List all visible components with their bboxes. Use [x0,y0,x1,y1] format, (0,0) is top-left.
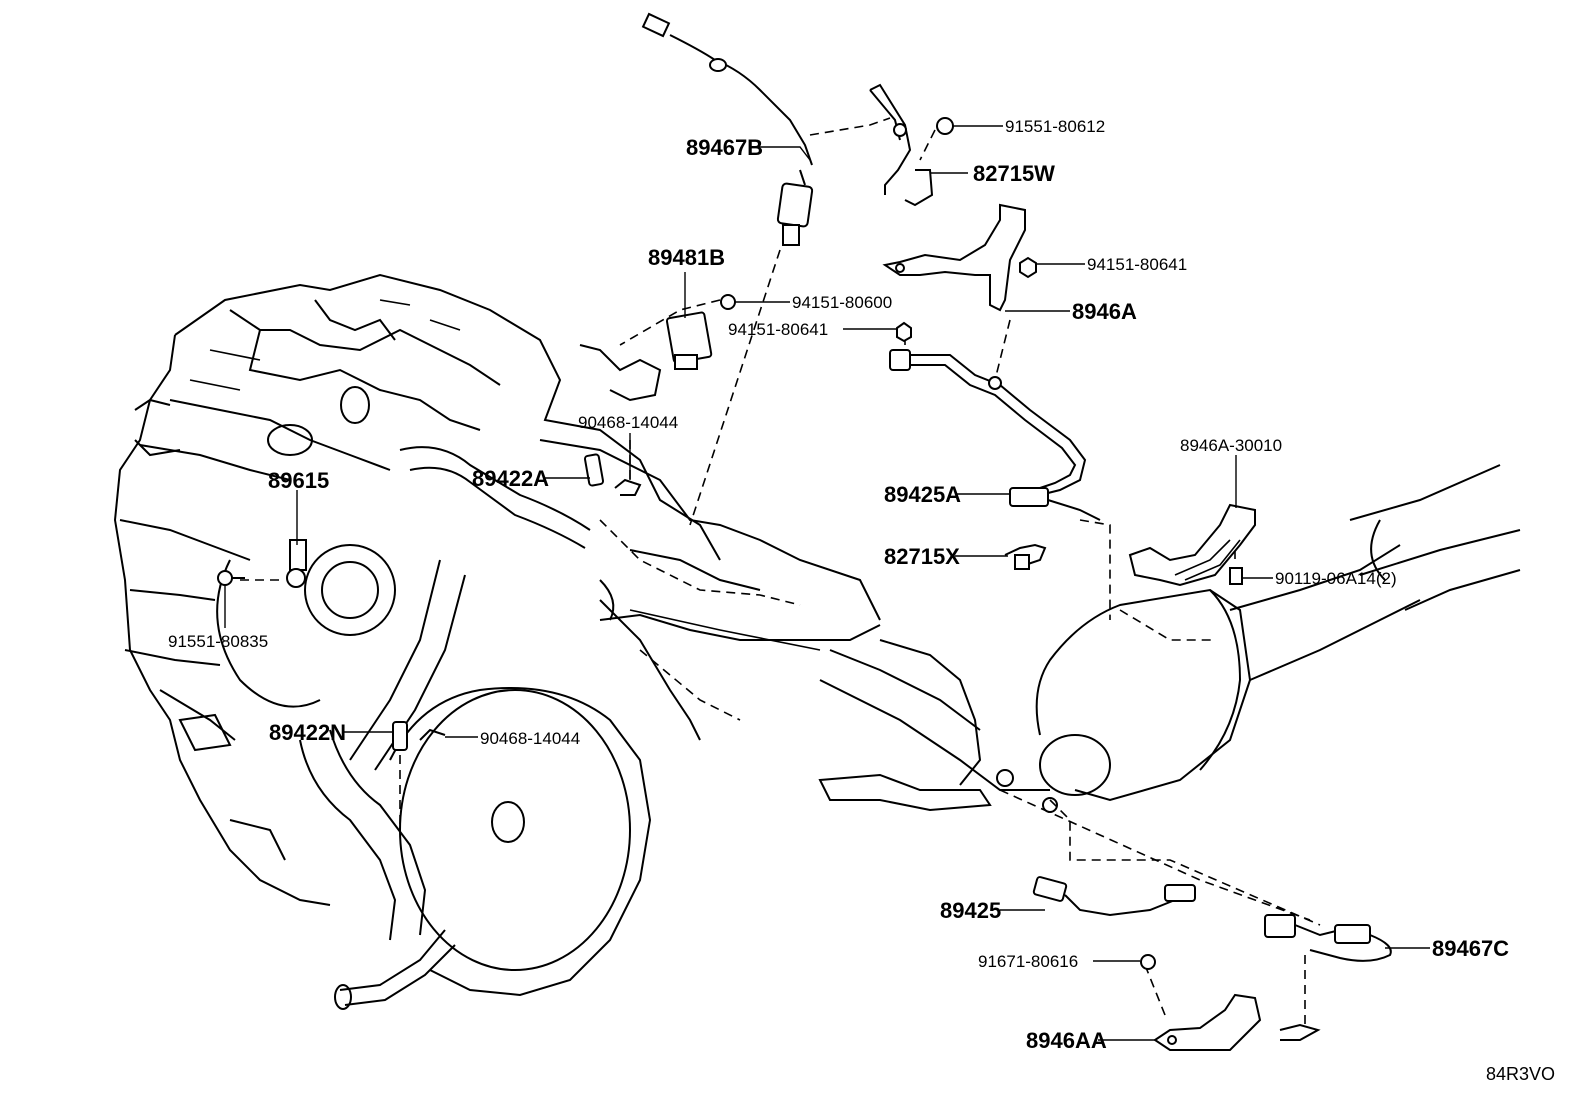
label-89467B[interactable]: 89467B [686,135,763,160]
part-90119-06A14-bolt[interactable] [1229,567,1243,585]
part-89422A-sensor[interactable] [583,453,605,487]
part-82715X-clamp[interactable] [1004,543,1047,570]
label-89615[interactable]: 89615 [268,468,329,493]
label-91551-80612[interactable]: 91551-80612 [1005,117,1105,136]
part-89615-sensor[interactable] [286,539,307,588]
part-89467C-sensor[interactable] [1264,914,1392,962]
label-89422A[interactable]: 89422A [472,466,549,491]
part-labels: 89467B 91551-80612 82715W 89481B 94151-8… [168,117,1555,1084]
label-8946A[interactable]: 8946A [1072,299,1137,324]
part-89467B-sensor[interactable] [641,12,814,246]
leader-lines [224,125,1430,1041]
part-94151-80641-nut-top[interactable] [1019,256,1037,279]
label-90119-06A14[interactable]: 90119-06A14(2) [1275,569,1397,588]
part-91551-80612-bolt[interactable] [936,117,954,135]
exhaust-system [599,464,1521,813]
part-8946A-bracket[interactable] [882,203,1026,312]
label-89425[interactable]: 89425 [940,898,1001,923]
part-bracket-89481B [579,344,662,402]
engine-assembly [113,273,881,1010]
label-89422N[interactable]: 89422N [269,720,346,745]
part-82715W-clamp[interactable] [869,83,934,207]
part-94151-80600-nut[interactable] [720,294,736,310]
part-90468-14044-clip-bottom[interactable] [419,728,446,741]
label-8946A-30010[interactable]: 8946A-30010 [1180,436,1282,455]
part-8946A-30010-bracket[interactable] [1128,503,1256,587]
part-8946AA-bracket[interactable] [1153,993,1321,1051]
label-89481B[interactable]: 89481B [648,245,725,270]
label-94151-80641-mid[interactable]: 94151-80641 [728,320,828,339]
part-94151-80641-nut-mid[interactable] [896,321,912,343]
label-8946AA[interactable]: 8946AA [1026,1028,1107,1053]
label-91551-80835[interactable]: 91551-80835 [168,632,268,651]
label-94151-80600[interactable]: 94151-80600 [792,293,892,312]
part-89425-sensor[interactable] [1032,876,1196,917]
label-89467C[interactable]: 89467C [1432,936,1509,961]
label-90468-14044-top[interactable]: 90468-14044 [578,413,678,432]
label-89425A[interactable]: 89425A [884,482,961,507]
part-89425A-sensor[interactable] [889,349,1101,521]
label-94151-80641-top[interactable]: 94151-80641 [1087,255,1187,274]
label-82715X[interactable]: 82715X [884,544,960,569]
part-89481B-sensor[interactable] [665,311,713,370]
figure-code: 84R3VO [1486,1064,1555,1084]
label-91671-80616[interactable]: 91671-80616 [978,952,1078,971]
part-90468-14044-clip-top[interactable] [614,478,642,496]
label-90468-14044-bottom[interactable]: 90468-14044 [480,729,580,748]
part-89422N-sensor[interactable] [392,721,408,751]
part-91671-80616-bolt[interactable] [1140,954,1156,970]
part-91551-80835-bolt[interactable] [217,570,245,586]
label-82715W[interactable]: 82715W [973,161,1055,186]
